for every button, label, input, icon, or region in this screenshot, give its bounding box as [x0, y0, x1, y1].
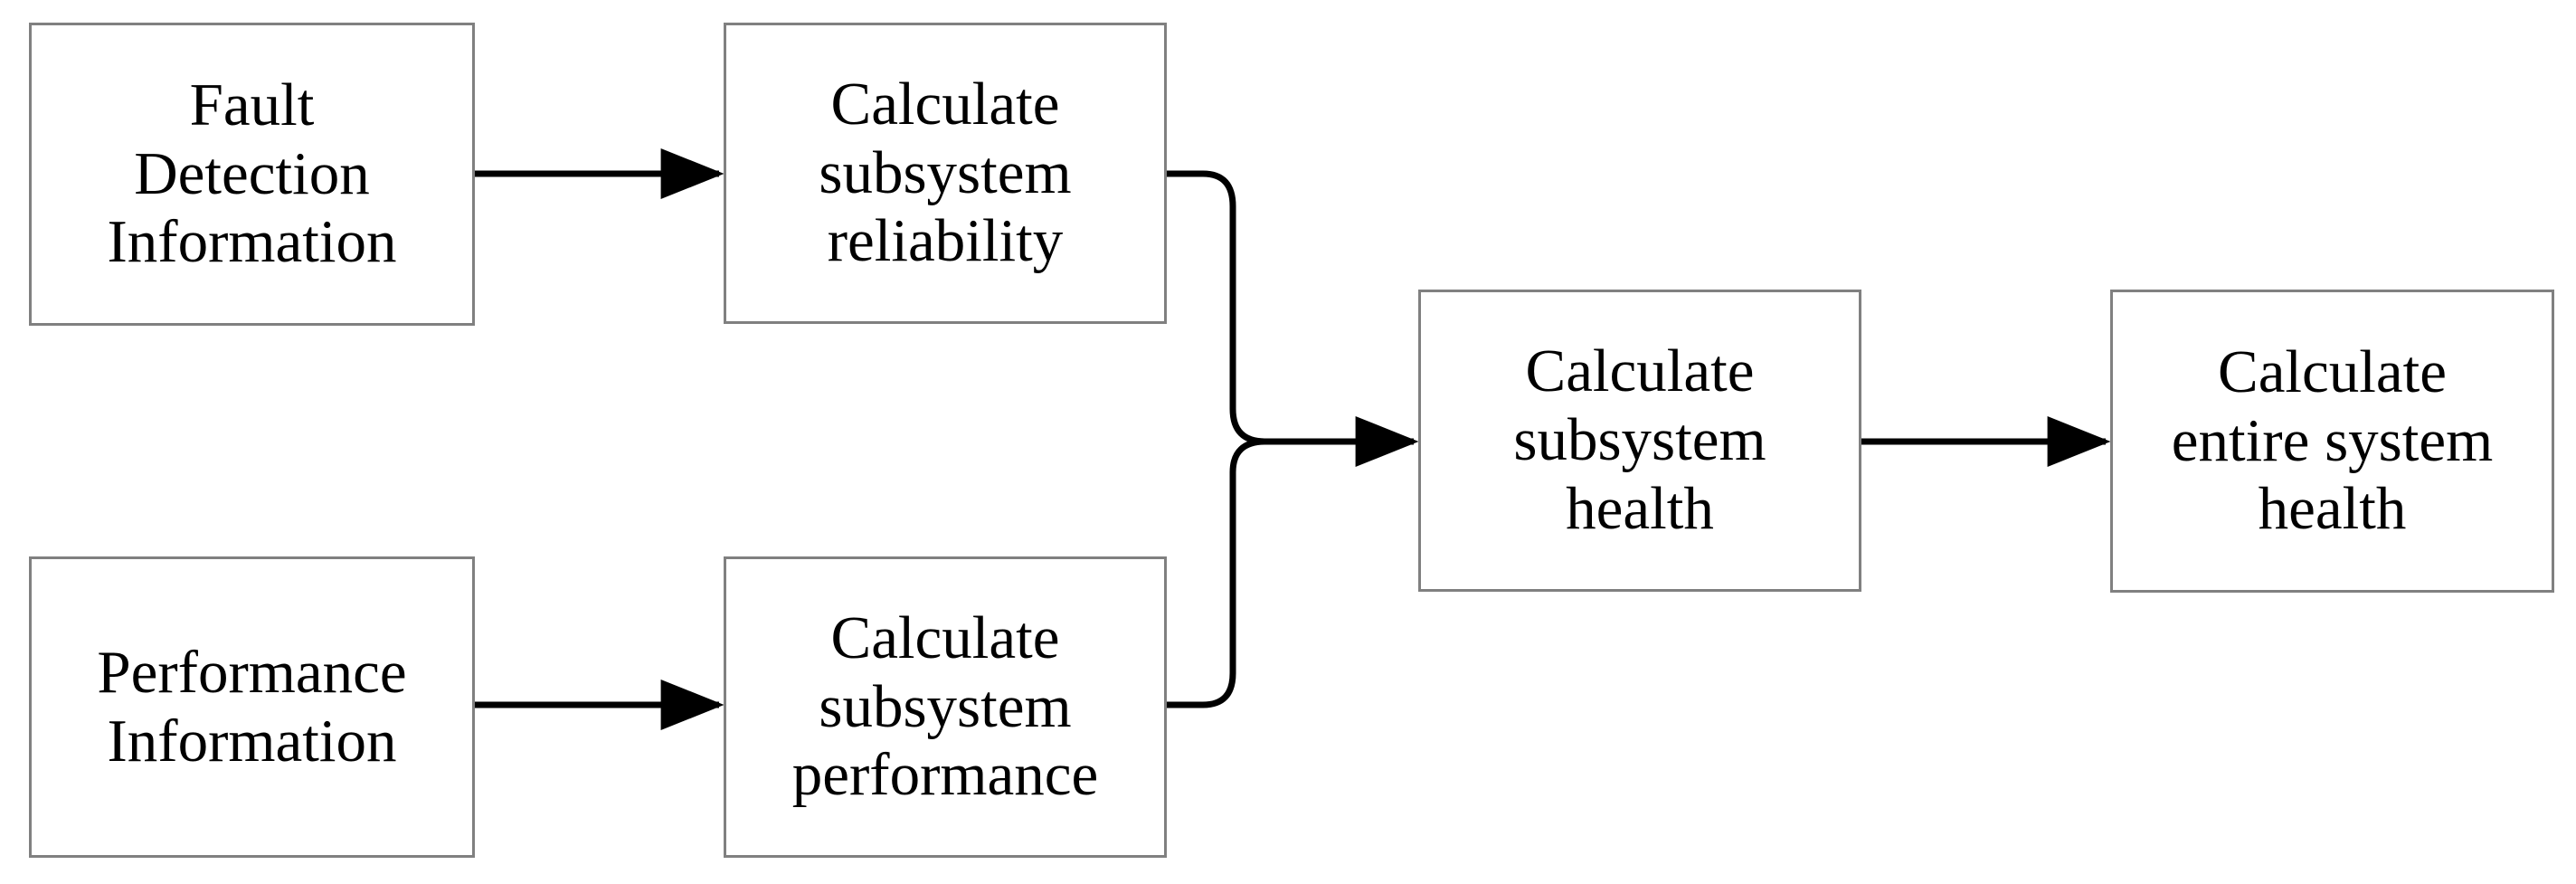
node-label: Calculate subsystem reliability: [819, 70, 1072, 275]
node-performance-information[interactable]: Performance Information: [29, 556, 475, 858]
node-label: Calculate entire system health: [2171, 337, 2494, 543]
node-label: Calculate subsystem performance: [791, 604, 1099, 809]
node-fault-detection-information[interactable]: Fault Detection Information: [29, 23, 475, 326]
node-calculate-entire-system-health[interactable]: Calculate entire system health: [2110, 290, 2554, 593]
node-calculate-subsystem-performance[interactable]: Calculate subsystem performance: [724, 556, 1167, 858]
node-label: Performance Information: [97, 638, 407, 775]
edge-reliability-to-health: [1167, 170, 1266, 445]
node-calculate-subsystem-health[interactable]: Calculate subsystem health: [1418, 290, 1861, 592]
edge-subsystem-performance-to-health: [1167, 438, 1266, 708]
node-label: Fault Detection Information: [107, 71, 397, 276]
node-calculate-subsystem-reliability[interactable]: Calculate subsystem reliability: [724, 23, 1167, 324]
node-label: Calculate subsystem health: [1513, 337, 1766, 542]
